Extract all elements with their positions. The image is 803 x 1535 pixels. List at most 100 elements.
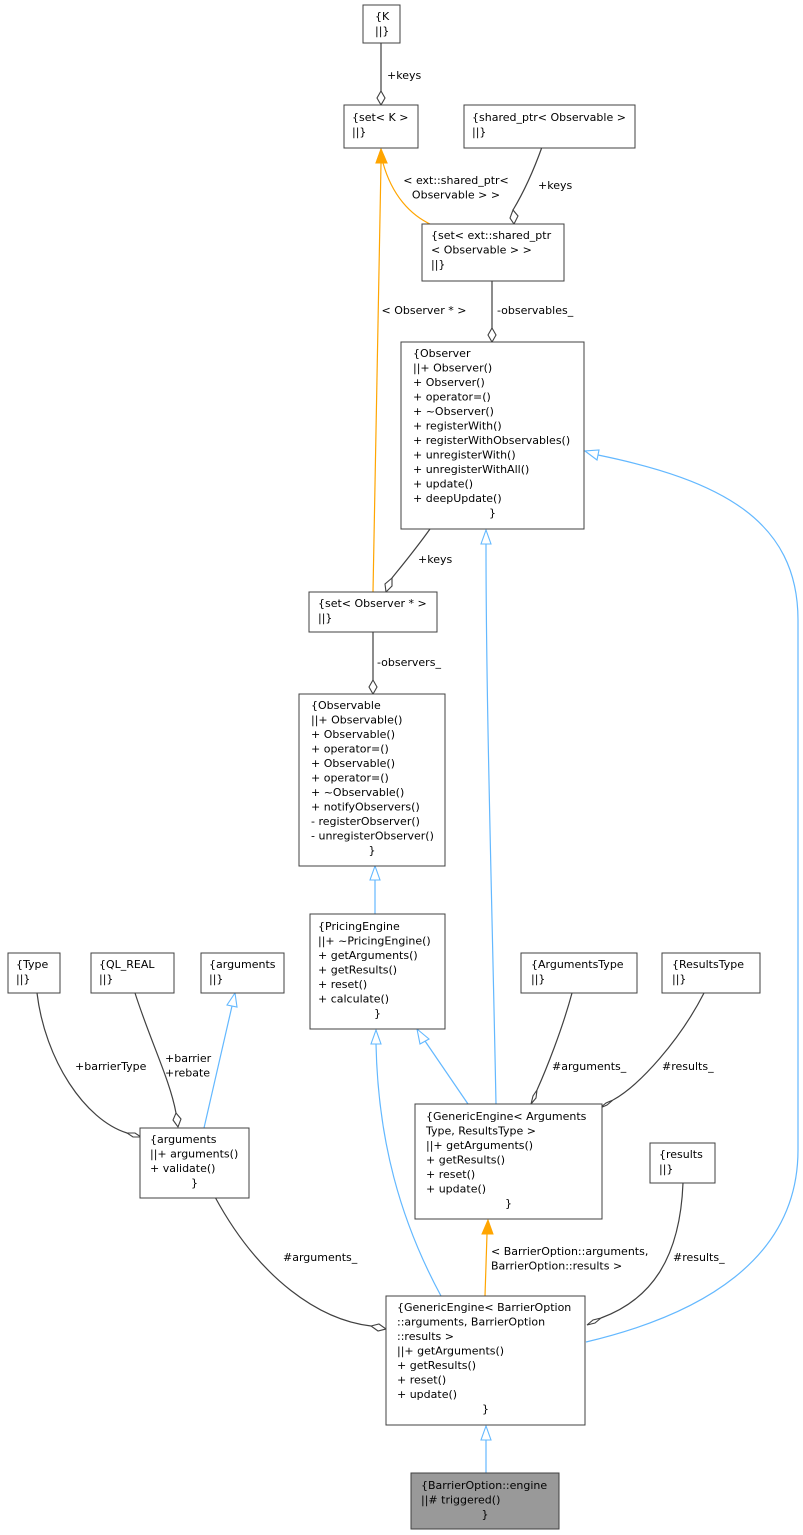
text-line: + calculate() bbox=[318, 993, 389, 1006]
text-line: {arguments bbox=[150, 1133, 217, 1146]
text-line: ||} bbox=[99, 973, 113, 986]
edge-label-arguments-member: #arguments_ bbox=[552, 1060, 627, 1073]
edge-barrier-template: < BarrierOption::arguments,BarrierOption… bbox=[481, 1218, 648, 1297]
text-line: +rebate bbox=[165, 1067, 210, 1080]
edge-observer-keys: +keys bbox=[384, 528, 452, 594]
text-line: Observable > > bbox=[412, 189, 500, 202]
text-line: ||+ getArguments() bbox=[397, 1345, 504, 1358]
text-line: +keys bbox=[538, 179, 572, 192]
text-line: + notifyObservers() bbox=[311, 801, 420, 814]
text-line: + reset() bbox=[426, 1168, 475, 1181]
node-barrier-option-engine-label: {BarrierOption::engine||# triggered()} bbox=[421, 1479, 547, 1521]
text-line: Type, ResultsType > bbox=[425, 1125, 536, 1138]
edge-barrier-type: +barrierType bbox=[36, 992, 147, 1138]
text-line: +barrier bbox=[165, 1052, 212, 1065]
node-set-ext-shared-ptr: {set< ext::shared_ptr< Observable > >||} bbox=[421, 223, 565, 282]
node-arguments-base-label: {arguments||} bbox=[209, 958, 276, 986]
text-line: ||+ getArguments() bbox=[426, 1139, 533, 1152]
text-line: } bbox=[374, 1007, 381, 1020]
node-barrier-option-engine: {BarrierOption::engine||# triggered()} bbox=[410, 1472, 560, 1530]
text-line: + unregisterWithAll() bbox=[413, 463, 529, 476]
node-arguments: {arguments||+ arguments()+ validate()} bbox=[139, 1127, 250, 1199]
text-line: ||+ ~PricingEngine() bbox=[318, 935, 431, 948]
text-line: {ArgumentsType bbox=[531, 958, 624, 971]
node-observable: {Observable||+ Observable()+ Observable(… bbox=[298, 693, 446, 867]
text-line: ||} bbox=[209, 973, 223, 986]
node-ql-real: {QL_REAL ||} bbox=[90, 952, 175, 994]
text-line: {PricingEngine bbox=[318, 920, 400, 933]
edge-generic-observer bbox=[480, 528, 497, 1105]
text-line: + getResults() bbox=[318, 964, 397, 977]
text-line: } bbox=[191, 1177, 198, 1190]
text-line: +keys bbox=[387, 69, 421, 82]
text-line: ||+ Observer() bbox=[413, 362, 492, 375]
text-line: } bbox=[505, 1197, 512, 1210]
node-generic-engine-barrier: {GenericEngine< BarrierOption::arguments… bbox=[385, 1295, 586, 1426]
text-line: ||} bbox=[472, 126, 486, 139]
text-line: + reset() bbox=[397, 1374, 446, 1387]
edge-observers: -observers_ bbox=[368, 631, 441, 696]
text-line: + reset() bbox=[318, 978, 367, 991]
text-line: ||} bbox=[531, 973, 545, 986]
edge-observer-ptr-template: < Observer * > bbox=[372, 147, 467, 593]
text-line: #results_ bbox=[662, 1060, 714, 1073]
text-line: ||+ arguments() bbox=[150, 1148, 238, 1161]
edge-label-barrier-rebate: +barrier +rebate bbox=[165, 1052, 212, 1080]
text-line: + update() bbox=[397, 1388, 457, 1401]
text-line: +barrierType bbox=[75, 1060, 147, 1073]
edge-generic-pricing bbox=[416, 1027, 469, 1105]
text-line: + operator=() bbox=[311, 772, 389, 785]
node-results-type-label: {ResultsType||} bbox=[672, 958, 744, 986]
text-line: ||} bbox=[16, 973, 30, 986]
text-line: {QL_REAL bbox=[99, 958, 155, 971]
text-line: ||+ Observable() bbox=[311, 714, 402, 727]
node-type-label: {Type ||} bbox=[16, 958, 48, 986]
edge-results-member: #results_ bbox=[599, 992, 714, 1109]
text-line: + deepUpdate() bbox=[413, 492, 502, 505]
edge-barrier-results: #results_ bbox=[586, 1182, 725, 1326]
edge-barrier-generic-pricing bbox=[370, 1028, 442, 1297]
text-line: + Observer() bbox=[413, 376, 485, 389]
text-line: + ~Observable() bbox=[311, 786, 404, 799]
text-line: ||} bbox=[431, 258, 445, 271]
node-arguments-type-label: {ArgumentsType ||} bbox=[531, 958, 624, 986]
text-line: {Observable bbox=[311, 699, 381, 712]
text-line: - registerObserver() bbox=[311, 815, 420, 828]
edge-label-ext-template: < ext::shared_ptr<Observable > > bbox=[403, 174, 509, 202]
text-line: + getArguments() bbox=[318, 949, 418, 962]
text-line: ||} bbox=[659, 1163, 673, 1176]
text-line: + Observable() bbox=[311, 757, 395, 770]
text-line: {ResultsType bbox=[672, 958, 744, 971]
text-line: + registerWith() bbox=[413, 420, 502, 433]
text-line: < Observer * > bbox=[382, 304, 467, 317]
text-line: } bbox=[369, 844, 376, 857]
text-line: + Observable() bbox=[311, 728, 395, 741]
edge-label-observer-ptr-template: < Observer * > bbox=[382, 304, 467, 317]
node-arguments-base: {arguments||} bbox=[200, 952, 285, 994]
text-line: } bbox=[482, 1403, 489, 1416]
text-line: } bbox=[489, 507, 496, 520]
text-line: ||} bbox=[375, 25, 389, 38]
edge-label-observer-keys: +keys bbox=[418, 553, 452, 566]
text-line: {Type bbox=[16, 958, 48, 971]
node-set-observer-ptr-label: {set< Observer * >||} bbox=[318, 597, 427, 625]
node-pricing-engine-label: {PricingEngine ||+ ~PricingEngine()+ getA… bbox=[318, 920, 431, 1020]
node-set-k: {set< K >||} bbox=[343, 104, 419, 149]
text-line: + operator=() bbox=[311, 743, 389, 756]
text-line: - unregisterObserver() bbox=[311, 830, 434, 843]
node-pricing-engine: {PricingEngine ||+ ~PricingEngine()+ getA… bbox=[309, 913, 446, 1030]
text-line: ||} bbox=[352, 126, 366, 139]
node-results: {results||} bbox=[649, 1142, 716, 1184]
node-results-label: {results||} bbox=[659, 1148, 703, 1176]
text-line: {Observer bbox=[413, 347, 471, 360]
edge-label-observers: -observers_ bbox=[377, 656, 441, 669]
text-line: #arguments_ bbox=[283, 1251, 358, 1264]
edge-label-results-member: #results_ bbox=[662, 1060, 714, 1073]
text-line: } bbox=[482, 1508, 489, 1521]
edge-label-k-keys: +keys bbox=[387, 69, 421, 82]
text-line: < BarrierOption::arguments, bbox=[491, 1245, 648, 1258]
text-line: {K bbox=[375, 10, 390, 23]
